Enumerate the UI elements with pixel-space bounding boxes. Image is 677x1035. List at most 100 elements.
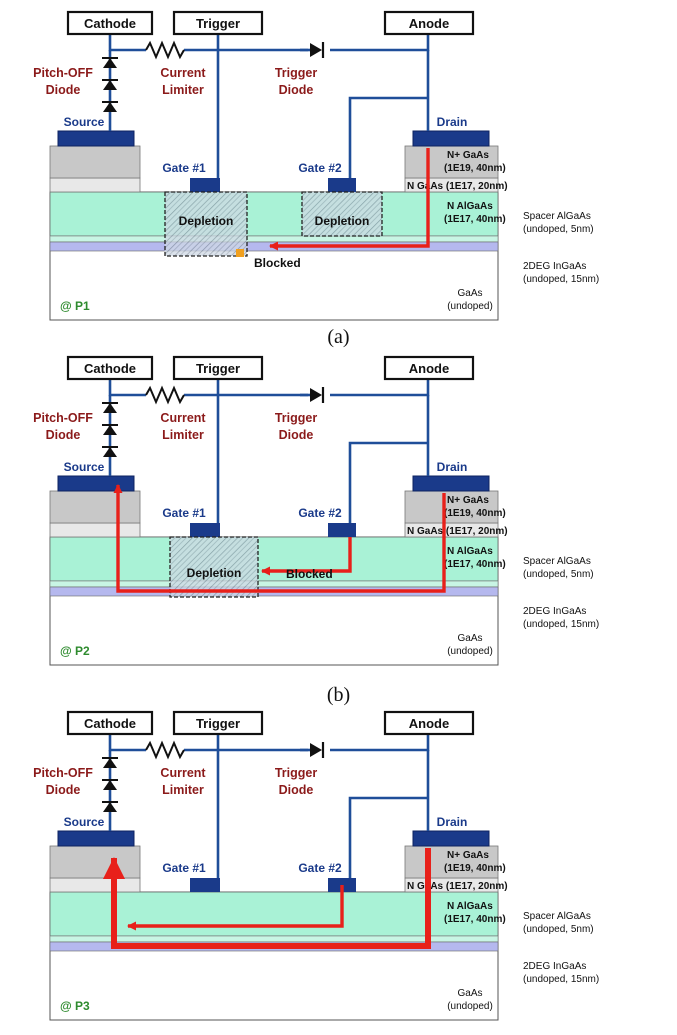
gate2-wire (348, 796, 428, 878)
diode-icon (103, 802, 117, 812)
n-algaas-spec: (1E17, 40nm) (444, 214, 506, 225)
diode-icon (103, 58, 117, 68)
depletion-region-gate1 (169, 536, 259, 598)
pitch-off-label: Pitch-OFF (33, 766, 93, 780)
spacer-label: Spacer AlGaAs (523, 911, 591, 922)
resistor-icon (145, 385, 185, 405)
cathode-terminal-box (66, 10, 154, 36)
spacer-label: Spacer AlGaAs (523, 556, 591, 567)
channel-2deg-label: 2DEG InGaAs (523, 606, 586, 617)
gate1-contact (190, 178, 220, 192)
spacer-spec: (undoped, 5nm) (523, 924, 594, 935)
source-nplus-gaas (49, 845, 141, 879)
n-algaas-spec: (1E17, 40nm) (444, 559, 506, 570)
pitch-off-diode-stack (102, 402, 118, 457)
source-contact (57, 130, 135, 147)
trigger-diode-label: Diode (279, 428, 314, 442)
diode-icon (103, 102, 117, 112)
depletion-label: Depletion (187, 566, 242, 580)
drain-label: Drain (437, 815, 468, 829)
gaas-label: GaAs (457, 633, 482, 644)
depletion-region-gate1 (164, 191, 248, 257)
spacer-label: Spacer AlGaAs (523, 211, 591, 222)
depletion-label: Depletion (315, 214, 370, 228)
gate2-label: Gate #2 (298, 861, 342, 875)
n-algaas-layer (49, 536, 499, 582)
diode-icon (103, 758, 117, 768)
drain-contact (412, 130, 490, 147)
gate2-label: Gate #2 (298, 506, 342, 520)
current-limiter-label: Limiter (162, 783, 204, 797)
channel-2deg-label: 2DEG InGaAs (523, 961, 586, 972)
drain-contact (412, 475, 490, 492)
block-point-marker (236, 249, 244, 257)
channel-2deg-label: 2DEG InGaAs (523, 261, 586, 272)
current-limiter-label: Limiter (162, 428, 204, 442)
diode-icon (310, 743, 322, 757)
pitch-off-diode-stack (102, 757, 118, 812)
gate1-label: Gate #1 (162, 506, 206, 520)
diode-icon (310, 43, 322, 57)
current-limiter-label: Limiter (162, 83, 204, 97)
gate1-label: Gate #1 (162, 161, 206, 175)
trigger-terminal-box (172, 355, 264, 381)
blocked-label: Blocked (286, 567, 333, 581)
gate2-wire (348, 96, 428, 178)
depletion-label: Depletion (179, 214, 234, 228)
cathode-terminal-box (66, 355, 154, 381)
n-algaas-layer (49, 891, 499, 937)
gaas-spec: (undoped) (447, 301, 493, 312)
current-limiter-label: Current (160, 411, 206, 425)
operating-point-label: @ P2 (60, 644, 90, 658)
source-label: Source (64, 815, 105, 829)
trigger-diode-label: Trigger (275, 766, 318, 780)
pitch-off-label: Diode (46, 83, 81, 97)
operating-point-label: @ P1 (60, 299, 90, 313)
cathode-terminal-label: Cathode (84, 716, 136, 731)
nplus-gaas-label: N+ GaAs (447, 850, 489, 861)
current-flow-arrow (103, 848, 431, 949)
current-flow-arrow (113, 484, 446, 593)
current-limiter-label: Current (160, 766, 206, 780)
diode-icon (103, 425, 117, 435)
gate2-label: Gate #2 (298, 161, 342, 175)
source-ngaas (49, 177, 141, 193)
source-ngaas (49, 522, 141, 538)
current-limiter-label: Current (160, 66, 206, 80)
diode-icon (103, 447, 117, 457)
pitch-off-label: Pitch-OFF (33, 66, 93, 80)
n-algaas-label: N AlGaAs (447, 201, 493, 212)
blocked-label: Blocked (254, 256, 301, 270)
panel-b-caption: (b) (326, 684, 351, 706)
source-label: Source (64, 115, 105, 129)
current-flow-arrow (269, 148, 430, 251)
resistor-icon (145, 40, 185, 60)
gate2-wire (348, 441, 428, 523)
anode-terminal-box (383, 10, 475, 36)
channel-2deg-spec: (undoped, 15nm) (523, 974, 599, 985)
nplus-gaas-label: N+ GaAs (447, 150, 489, 161)
trigger-terminal-label: Trigger (196, 361, 240, 376)
source-contact (57, 830, 135, 847)
drain-label: Drain (437, 460, 468, 474)
current-flow-arrow (261, 537, 352, 576)
pitch-off-label: Diode (46, 783, 81, 797)
source-label: Source (64, 460, 105, 474)
panel-a-caption: (a) (327, 326, 350, 348)
pitch-off-diode-stack (102, 57, 118, 112)
trigger-diode-label: Trigger (275, 66, 318, 80)
trigger-terminal-box (172, 710, 264, 736)
current-flow-arrow (127, 885, 344, 931)
n-gaas-label: N GaAs (1E17, 20nm) (407, 181, 508, 192)
gate2-contact (328, 523, 356, 537)
trigger-diode-label: Diode (279, 83, 314, 97)
source-nplus-gaas (49, 490, 141, 524)
nplus-gaas-label: N+ GaAs (447, 495, 489, 506)
